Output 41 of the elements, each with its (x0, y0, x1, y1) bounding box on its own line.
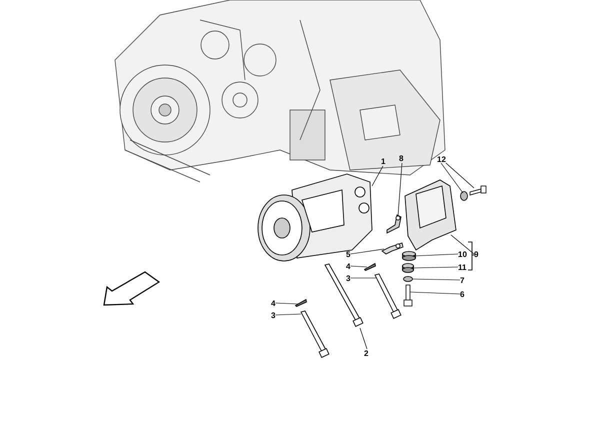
stud-drawing (295, 299, 307, 307)
heat-shield-drawing (402, 178, 458, 250)
callout-number: 3 (271, 311, 276, 320)
callout-number: 9 (474, 250, 478, 259)
callout-number: 10 (458, 250, 467, 259)
callout-number: 2 (364, 349, 368, 358)
leader-line (275, 302, 298, 304)
leader-line (414, 254, 458, 256)
bolt-drawing (469, 185, 487, 195)
stud-drawing (364, 263, 376, 271)
grommet-drawing (402, 251, 416, 261)
callout-number: 1 (381, 157, 386, 166)
leader-line (398, 162, 402, 216)
bolt-drawing (372, 273, 402, 320)
bolt-drawing (298, 310, 332, 358)
callout-number: 4 (271, 299, 276, 308)
leader-line (412, 278, 460, 280)
washer-drawing (403, 276, 413, 282)
callout-number: 3 (346, 274, 350, 283)
callout-number: 11 (458, 263, 466, 272)
nut-drawing (402, 263, 414, 273)
callout-number: 12 (437, 155, 446, 164)
bracket-drawing (380, 241, 404, 255)
leader-line (360, 328, 368, 350)
callout-number: 8 (399, 154, 404, 163)
leader-line (446, 162, 474, 188)
callout-number: 7 (460, 276, 464, 285)
leader-line (412, 266, 458, 268)
leader-line (350, 266, 368, 268)
leader-line (450, 234, 474, 254)
leader-line (372, 166, 384, 186)
callout-number: 6 (460, 290, 464, 299)
long-bolt-drawing (322, 263, 364, 329)
leader-line (350, 248, 384, 254)
leader-line (440, 162, 464, 194)
washer-drawing (460, 191, 468, 201)
bolt-drawing (403, 284, 413, 308)
callout-number: 4 (346, 262, 350, 271)
callout-number: 5 (346, 250, 350, 259)
leader-line (410, 292, 460, 294)
leader-line (275, 314, 302, 316)
